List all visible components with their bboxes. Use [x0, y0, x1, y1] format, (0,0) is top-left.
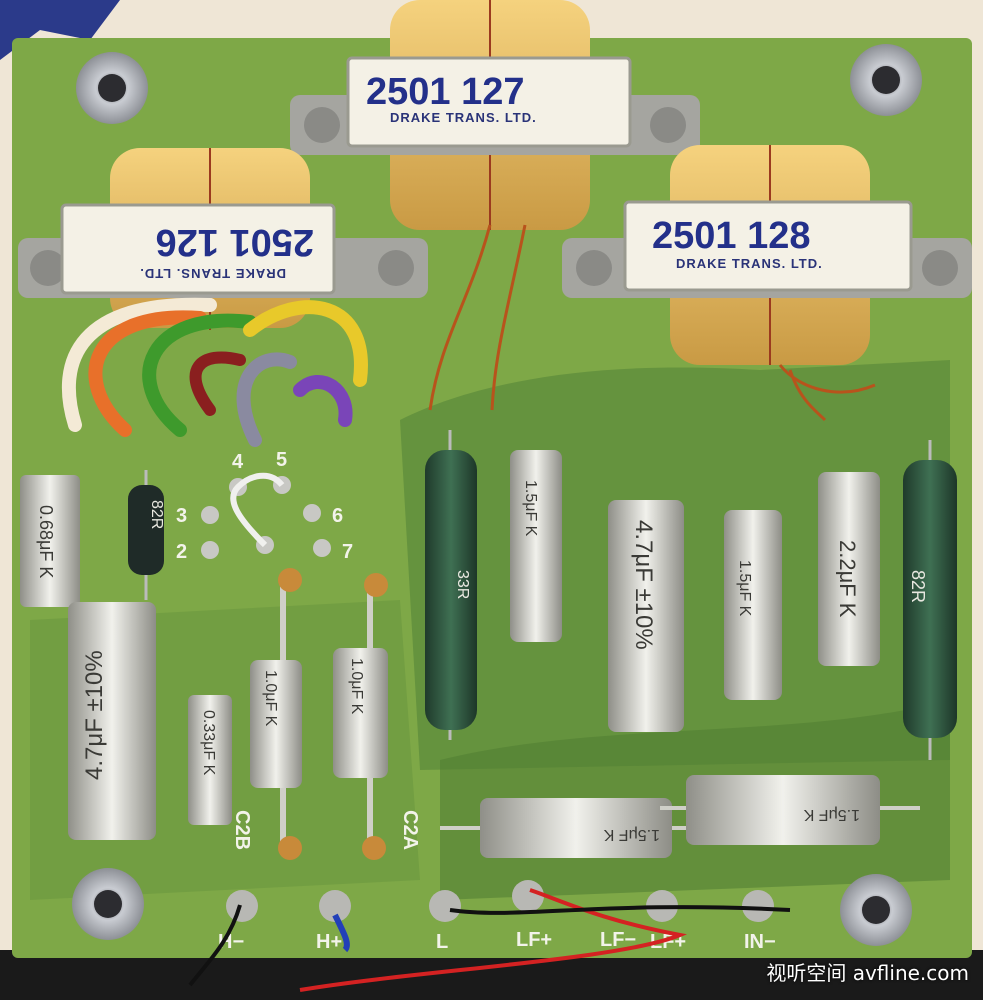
svg-text:82R: 82R	[148, 500, 165, 529]
svg-text:2.2μF K: 2.2μF K	[835, 540, 860, 618]
capacitor-15-d: 1.5μF K	[660, 775, 920, 845]
pin-pads	[201, 472, 331, 559]
watermark: 视听空间 avfline.com	[766, 961, 969, 985]
svg-text:1.5μF K: 1.5μF K	[736, 560, 753, 617]
capacitor-033: 0.33μF K	[188, 695, 232, 825]
capacitor-47-left: 4.7μF ±10%	[68, 602, 156, 840]
transformer-127-id: 2501 127	[366, 71, 525, 113]
capacitor-15-c: 1.5μF K	[440, 798, 690, 858]
svg-text:0.33μF K: 0.33μF K	[200, 710, 217, 776]
resistor-33r: 33R	[425, 430, 477, 740]
mount-nut	[76, 52, 148, 124]
label-c2a: C2A	[399, 810, 421, 850]
transformer-127-maker: DRAKE TRANS. LTD.	[390, 110, 537, 125]
mount-nut	[72, 868, 144, 940]
transformer-126-id: 2501 126	[156, 221, 315, 263]
terminal-label-h-plus: H+	[316, 931, 342, 953]
svg-text:33R: 33R	[454, 570, 471, 599]
svg-text:1.0μF K: 1.0μF K	[262, 670, 279, 727]
terminal-label-l: L	[436, 931, 448, 953]
resistor-82r-large: 82R	[903, 440, 957, 760]
svg-text:1.5μF K: 1.5μF K	[522, 480, 539, 537]
pin-label-6: 6	[332, 505, 343, 527]
transformer-126-maker: DRAKE TRANS. LTD.	[139, 266, 286, 281]
transformer-126: 2501 126 DRAKE TRANS. LTD.	[18, 148, 428, 330]
svg-text:82R: 82R	[908, 570, 928, 603]
transformer-127: 2501 127 DRAKE TRANS. LTD.	[290, 0, 700, 230]
pin-label-4: 4	[232, 451, 244, 473]
capacitor-15-a: 1.5μF K	[510, 450, 562, 642]
transformer-128: 2501 128 DRAKE TRANS. LTD.	[562, 145, 972, 365]
svg-text:4.7μF ±10%: 4.7μF ±10%	[81, 650, 108, 780]
pin-label-5: 5	[276, 449, 287, 471]
pin-label-2: 2	[176, 541, 187, 563]
capacitor-10-c2a: 1.0μF K	[333, 573, 388, 860]
transformer-128-maker: DRAKE TRANS. LTD.	[676, 256, 823, 271]
svg-text:1.5μF K: 1.5μF K	[603, 826, 660, 843]
terminal-label-lf-minus: LF−	[600, 929, 636, 951]
lead-wires	[61, 297, 368, 447]
capacitor-22: 2.2μF K	[818, 472, 880, 666]
mount-nut	[840, 874, 912, 946]
capacitor-10-c2b: 1.0μF K	[250, 568, 302, 860]
red-wire	[299, 888, 687, 992]
capacitor-068: 0.68μF K	[20, 475, 80, 607]
pin-label-7: 7	[342, 541, 353, 563]
mount-nut	[850, 44, 922, 116]
label-c2b: C2B	[231, 810, 253, 850]
terminal-label-lf-plus: LF+	[516, 929, 552, 951]
svg-text:4.7μF ±10%: 4.7μF ±10%	[630, 520, 657, 650]
svg-text:1.5μF K: 1.5μF K	[803, 806, 860, 823]
capacitor-15-b: 1.5μF K	[724, 510, 782, 700]
resistor-82r-small: 82R	[128, 470, 165, 600]
terminal-label-in-minus: IN−	[744, 931, 776, 953]
svg-text:0.68μF K: 0.68μF K	[36, 505, 56, 578]
capacitor-47-right: 4.7μF ±10%	[608, 500, 684, 732]
pin-label-3: 3	[176, 505, 187, 527]
transformer-128-id: 2501 128	[652, 215, 811, 257]
black-wire	[188, 904, 791, 987]
svg-text:1.0μF K: 1.0μF K	[348, 658, 365, 715]
